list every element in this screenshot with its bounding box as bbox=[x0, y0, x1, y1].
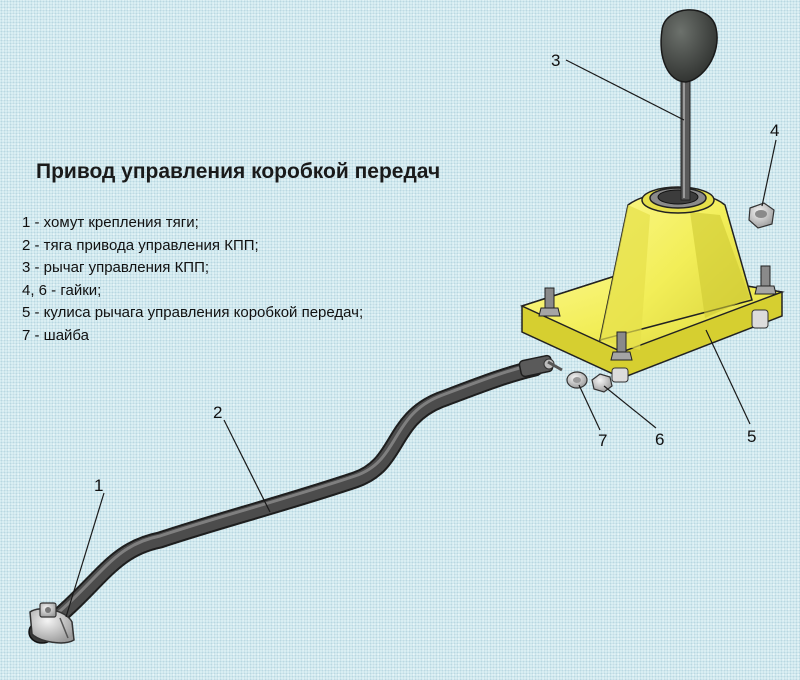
legend-item-2: 2 - тяга привода управления КПП; bbox=[22, 236, 259, 254]
legend-list: 1 - хомут крепления тяги; 2 - тяга приво… bbox=[22, 212, 363, 347]
legend-item-3: 3 - рычаг управления КПП; bbox=[22, 259, 210, 276]
housing-stud bbox=[538, 287, 561, 317]
leader-lines bbox=[65, 59, 777, 618]
legend-item-4-6: 4, 6 - гайки; bbox=[22, 281, 102, 299]
diagram-title: Привод управления коробкой передач bbox=[36, 160, 441, 183]
nut-4 bbox=[748, 202, 775, 229]
knob-icon bbox=[660, 9, 718, 83]
rod-clamp bbox=[28, 602, 75, 644]
callout-2: 2 bbox=[213, 403, 222, 422]
callout-6: 6 bbox=[655, 430, 664, 449]
callout-3: 3 bbox=[551, 51, 560, 70]
shift-lever bbox=[660, 9, 718, 201]
housing-stud bbox=[610, 331, 633, 361]
shift-lever-housing bbox=[519, 186, 785, 383]
nut-6 bbox=[591, 373, 613, 393]
callout-5: 5 bbox=[747, 427, 756, 446]
washer-7 bbox=[566, 371, 588, 389]
shift-rod bbox=[33, 354, 563, 639]
legend-item-5: 5 - кулиса рычага управления коробкой пе… bbox=[22, 304, 364, 321]
callout-4: 4 bbox=[770, 121, 779, 140]
callout-1: 1 bbox=[94, 476, 103, 495]
legend-item-1: 1 - хомут крепления тяги; bbox=[22, 214, 199, 231]
legend-item-7: 7 - шайба bbox=[22, 326, 90, 344]
housing-stud bbox=[754, 265, 777, 295]
callout-7: 7 bbox=[598, 431, 607, 450]
